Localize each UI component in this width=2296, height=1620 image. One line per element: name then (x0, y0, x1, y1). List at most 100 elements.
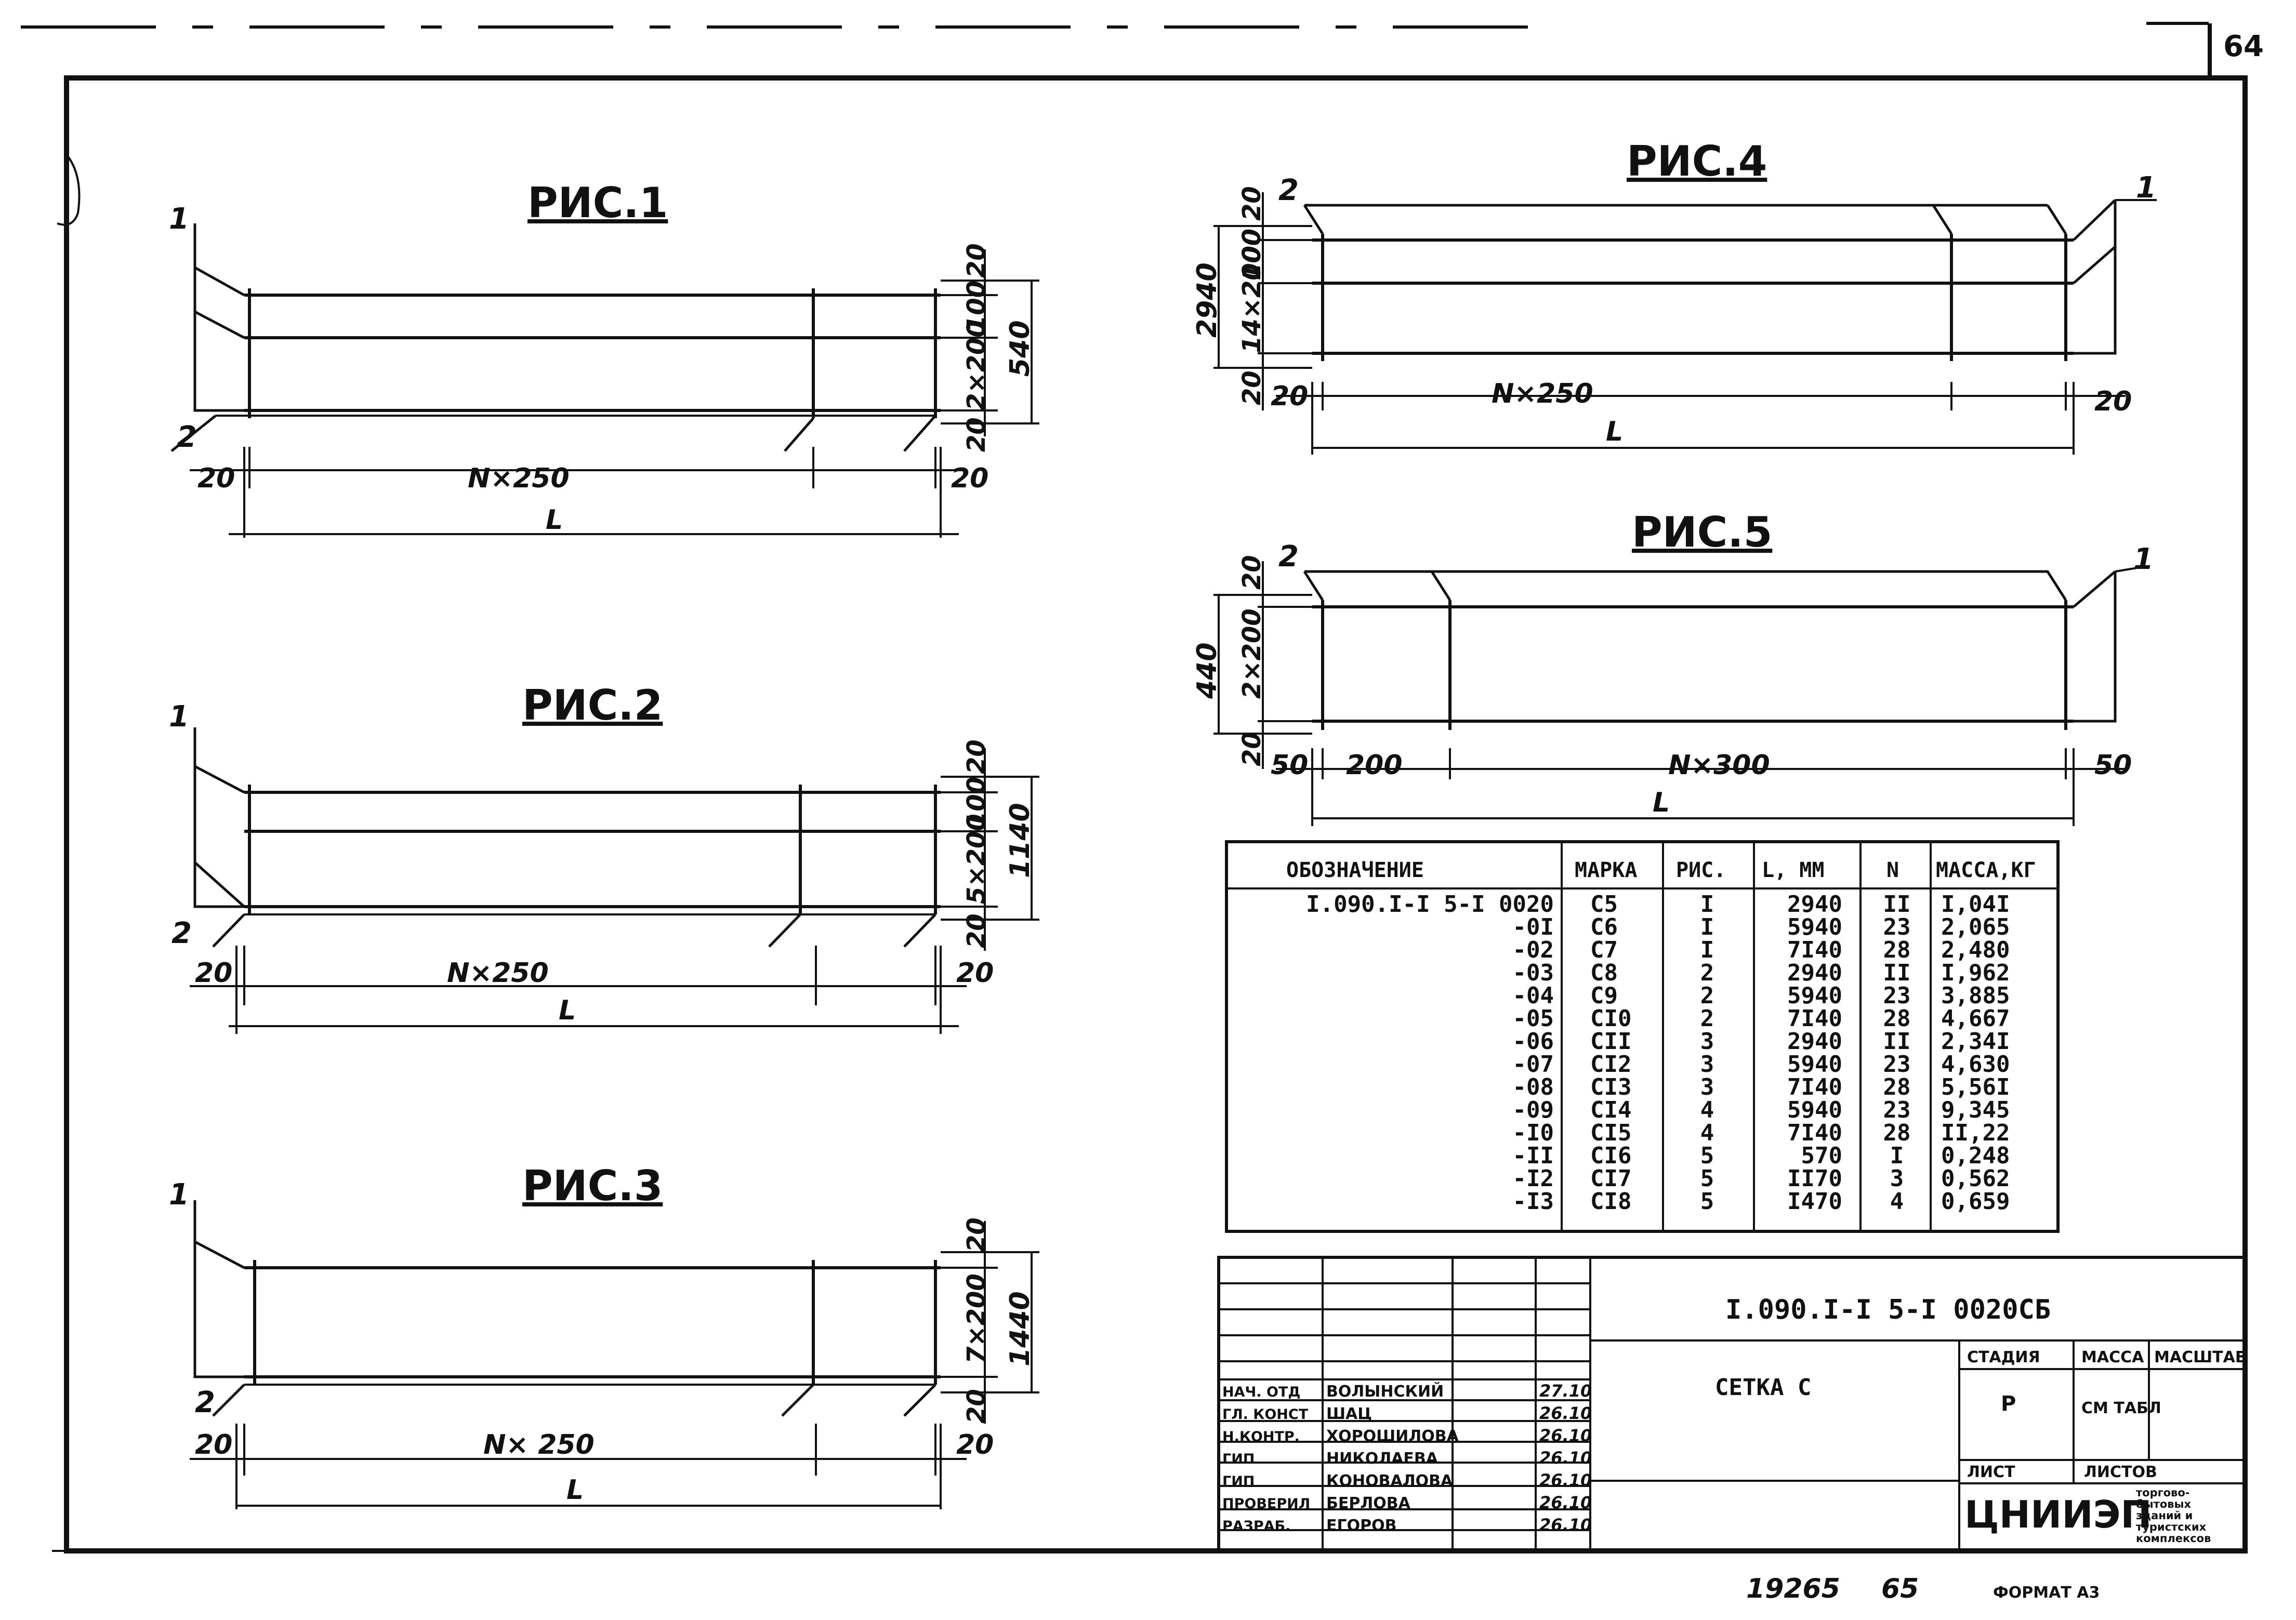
cell-mark: C6 (1590, 914, 1618, 940)
cell-mass: 9,345 (1941, 1097, 2010, 1123)
stage-label: СТАДИЯ (1967, 1348, 2040, 1366)
cell-mass: 4,630 (1941, 1051, 2010, 1078)
org-desc-line: бытовых (2136, 1498, 2192, 1510)
cell-figure: 2 (1700, 982, 1714, 1009)
fig4-total: 2940 (1192, 262, 1223, 338)
cell-figure: 2 (1700, 960, 1714, 986)
cell-length: 2940 (1787, 891, 1842, 918)
th-length: L, ММ (1762, 858, 1824, 882)
cell-mass: 5,56I (1941, 1074, 2010, 1100)
org-desc-line: комплексов (2136, 1532, 2211, 1545)
cell-designation: -I2 (1513, 1165, 1554, 1192)
fig5-right-offset: 50 (2094, 750, 2132, 781)
cell-figure: 5 (1700, 1188, 1714, 1215)
figure-3: РИС.3 1 2 20 N× 250 20 L 20 7×200 20 144… (169, 1162, 1039, 1509)
cell-mass: 3,885 (1941, 982, 2010, 1009)
cell-mass: 0,659 (1941, 1188, 2010, 1215)
cell-figure: 3 (1700, 1051, 1714, 1078)
cell-figure: I (1700, 937, 1714, 963)
figure-1: РИС.1 1 2 20 N×250 20 L 20 100 2×200 20 … (169, 179, 1039, 538)
cell-mark: C7 (1590, 937, 1618, 963)
cell-designation: -09 (1513, 1097, 1554, 1123)
fig2-vdim-2: 5×200 (962, 814, 991, 904)
sig-date: 26.10 (1539, 1470, 1592, 1490)
cell-length: 5940 (1787, 1051, 1842, 1078)
fig1-right-offset: 20 (951, 463, 988, 494)
org-name: ЦНИИЭП (1964, 1493, 2152, 1536)
cell-mark: CI8 (1590, 1188, 1631, 1215)
fig1-vdim-0: 20 (962, 243, 991, 278)
cell-mass: 0,248 (1941, 1143, 2010, 1169)
cell-designation: -I0 (1513, 1120, 1554, 1146)
sig-name: ШАЦ (1326, 1405, 1372, 1423)
cell-designation: -04 (1513, 982, 1554, 1009)
figure-5: РИС.5 1 2 50 200 N×300 50 L 20 2×200 20 … (1192, 508, 2154, 826)
th-n: N (1886, 858, 1899, 882)
fig1-leader-2: 2 (177, 420, 197, 454)
cell-designation: -05 (1513, 1005, 1554, 1032)
fig4-right-offset: 20 (2094, 386, 2132, 417)
fig2-length: L (559, 995, 576, 1026)
cell-mark: CII (1590, 1028, 1631, 1055)
cell-designation: -06 (1513, 1028, 1554, 1055)
cell-figure: 5 (1700, 1143, 1714, 1169)
org-desc-line: туристских (2136, 1521, 2207, 1533)
bottom-note-2: 65 (1881, 1573, 1919, 1604)
cell-n: 4 (1890, 1188, 1904, 1215)
cell-mark: C9 (1590, 982, 1618, 1009)
cell-designation: -II (1513, 1143, 1554, 1169)
cell-designation: -03 (1513, 960, 1554, 986)
bottom-notes: 19265 65 ФОРМАТ А3 (1746, 1573, 2100, 1604)
cell-mass: 2,065 (1941, 914, 2010, 940)
doc-code: I.090.I-I 5-I 0020СБ (1725, 1294, 2051, 1325)
sig-name: БЕРЛОВА (1326, 1494, 1411, 1512)
figure-2: РИС.2 1 2 20 N×250 20 L 20 100 5×200 20 … (169, 681, 1039, 1034)
fig4-vdim-2: 14×200 (1237, 246, 1266, 353)
cell-length: 2940 (1787, 1028, 1842, 1055)
sig-role: ГИП (1222, 1473, 1255, 1490)
fig2-total: 1140 (1005, 803, 1036, 878)
sheets-label: ЛИСТОВ (2084, 1463, 2157, 1481)
cell-designation: -07 (1513, 1051, 1554, 1078)
mass-value: СМ ТАБЛ (2081, 1399, 2161, 1417)
fig1-vdim-1: 100 (962, 281, 991, 333)
spec-table: ОБОЗНАЧЕНИЕ МАРКА РИС. L, ММ N МАССА,КГ … (1225, 840, 2060, 1233)
fig3-vdim-1: 7×200 (962, 1273, 991, 1364)
fig4-vdim-1: 100 (1237, 229, 1266, 281)
cell-n: 23 (1883, 914, 1911, 940)
fig4-vdim-3: 20 (1237, 370, 1266, 405)
cell-n: 23 (1883, 1097, 1911, 1123)
sig-role: РАЗРАБ. (1222, 1518, 1290, 1534)
scale-label: МАСШТАБ (2154, 1348, 2247, 1366)
cell-n: 3 (1890, 1165, 1904, 1192)
bottom-note-1: 19265 (1746, 1573, 1840, 1604)
cell-n: 23 (1883, 982, 1911, 1009)
cell-mark: C8 (1590, 960, 1618, 986)
th-mark: МАРКА (1575, 858, 1637, 882)
title-block: I.090.I-I 5-I 0020СБ СЕТКА С СТАДИЯ МАСС… (1217, 1256, 2247, 1552)
sig-name: ХОРОШИЛОВА (1326, 1427, 1459, 1445)
fig4-spacing: N×250 (1492, 378, 1593, 409)
cell-figure: 5 (1700, 1165, 1714, 1192)
fig2-vdim-1: 100 (962, 777, 991, 829)
fig2-spacing: N×250 (447, 958, 549, 989)
fig2-vdim-3: 20 (962, 913, 991, 948)
cell-length: 7I40 (1787, 937, 1842, 963)
sig-name: ВОЛЫНСКИЙ (1326, 1382, 1444, 1401)
fig3-vdim-2: 20 (962, 1389, 991, 1424)
cell-figure: I (1700, 914, 1714, 940)
figure-4-title: РИС.4 (1627, 137, 1767, 185)
fig2-right-offset: 20 (956, 958, 994, 989)
th-mass: МАССА,КГ (1936, 858, 2036, 882)
cell-n: 23 (1883, 1051, 1911, 1078)
sig-name: КОНОВАЛОВА (1326, 1472, 1453, 1490)
cell-figure: 4 (1700, 1120, 1714, 1146)
sig-role: Н.КОНТР. (1222, 1429, 1300, 1445)
cell-length: 5940 (1787, 1097, 1842, 1123)
cell-mark: C5 (1590, 891, 1618, 918)
cell-length: 7I40 (1787, 1074, 1842, 1100)
cell-length: 7I40 (1787, 1005, 1842, 1032)
fig1-vdim-2: 2×200 (962, 320, 991, 410)
fig4-leader-2: 2 (1278, 174, 1299, 207)
